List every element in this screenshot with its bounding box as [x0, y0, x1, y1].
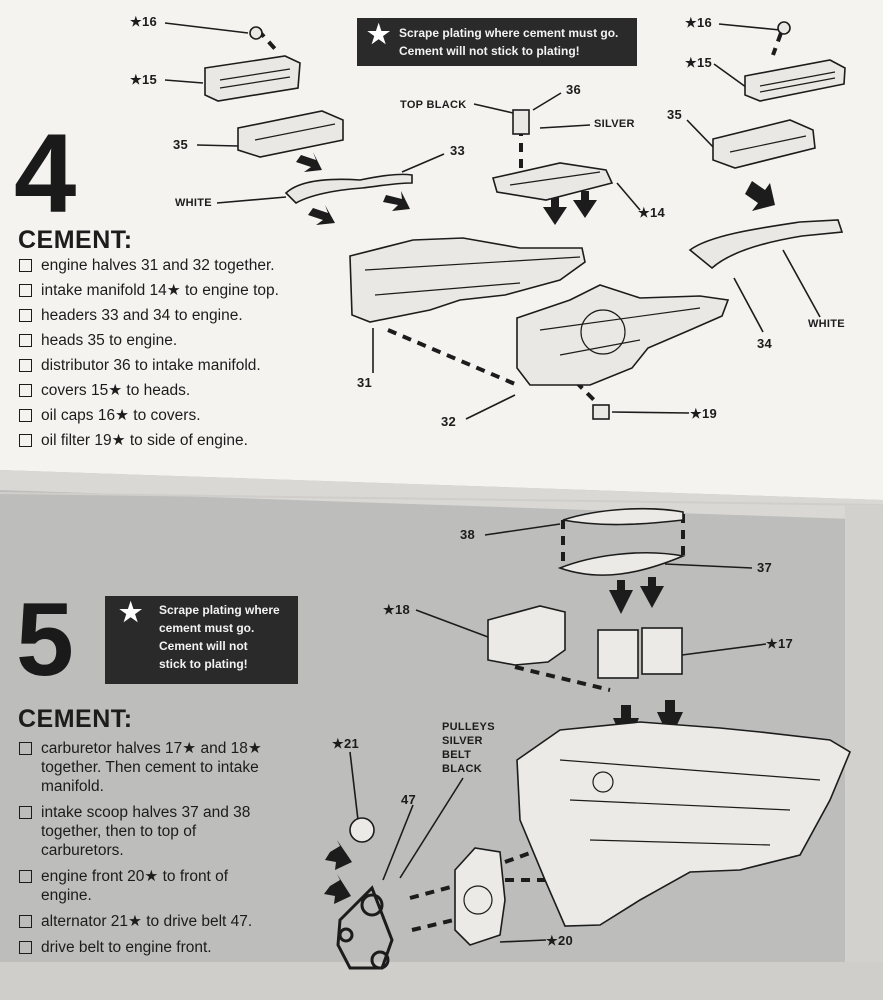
checklist-item: alternator 21★ to drive belt 47.	[19, 912, 319, 931]
label-silver: SILVER	[442, 735, 483, 747]
step-5-cement-title: CEMENT:	[18, 705, 133, 733]
label-part-47: 47	[401, 792, 417, 807]
step-4-number: 4	[14, 111, 76, 236]
label-part-38: 38	[460, 527, 476, 542]
checklist-item: drive belt to engine front.	[19, 938, 319, 957]
label-black: BLACK	[442, 763, 482, 775]
checkbox[interactable]	[19, 434, 32, 447]
label-part-18: ★18	[383, 602, 411, 617]
label-part-16: ★16	[130, 14, 158, 29]
step-4-notice: ★ Scrape plating where cement must go. C…	[357, 18, 637, 66]
label-part-37: 37	[757, 560, 773, 575]
checkbox[interactable]	[19, 941, 32, 954]
checklist-item: intake scoop halves 37 and 38 together, …	[19, 803, 319, 860]
checklist-item: engine halves 31 and 32 together.	[19, 253, 349, 278]
checklist-item: carburetor halves 17★ and 18★ together. …	[19, 739, 319, 796]
checkbox[interactable]	[19, 284, 32, 297]
label-part-31: 31	[357, 375, 373, 390]
label-white-2: WHITE	[808, 318, 845, 330]
checkbox[interactable]	[19, 334, 32, 347]
notice-line-4: stick to plating!	[159, 657, 248, 671]
label-part-16b: ★16	[685, 15, 713, 30]
checklist-item: oil caps 16★ to covers.	[19, 403, 349, 428]
label-part-35: 35	[173, 137, 189, 152]
step-5-checklist: carburetor halves 17★ and 18★ together. …	[19, 739, 319, 964]
checkbox[interactable]	[19, 742, 32, 755]
checkbox[interactable]	[19, 259, 32, 272]
checkbox[interactable]	[19, 806, 32, 819]
checklist-item: covers 15★ to heads.	[19, 378, 349, 403]
step-5-notice: ★ Scrape plating where cement must go. C…	[105, 596, 298, 684]
checkbox[interactable]	[19, 870, 32, 883]
notice-line-2: Cement will not stick to plating!	[399, 44, 580, 58]
checkbox[interactable]	[19, 309, 32, 322]
label-part-14: ★14	[638, 205, 666, 220]
notice-line-3: Cement will not	[159, 639, 248, 653]
checklist-item: heads 35 to engine.	[19, 328, 349, 353]
label-part-33: 33	[450, 143, 466, 158]
label-part-32: 32	[441, 414, 457, 429]
step-4-checklist: engine halves 31 and 32 together. intake…	[19, 253, 349, 453]
checklist-item: distributor 36 to intake manifold.	[19, 353, 349, 378]
label-part-21: ★21	[332, 736, 360, 751]
label-part-19: ★19	[690, 406, 718, 421]
checkbox[interactable]	[19, 359, 32, 372]
label-pulleys: PULLEYS	[442, 721, 495, 733]
notice-line-1: Scrape plating where cement must go.	[399, 26, 619, 40]
label-part-15b: ★15	[685, 55, 713, 70]
notice-line-2: cement must go.	[159, 621, 255, 635]
star-icon: ★	[119, 597, 143, 627]
label-part-15: ★15	[130, 72, 158, 87]
step-5-number: 5	[16, 582, 74, 698]
label-part-35b: 35	[667, 107, 683, 122]
label-part-34: 34	[757, 336, 773, 351]
label-belt: BELT	[442, 749, 472, 761]
checkbox[interactable]	[19, 915, 32, 928]
checklist-item: oil filter 19★ to side of engine.	[19, 428, 349, 453]
checklist-item: engine front 20★ to front of engine.	[19, 867, 319, 905]
label-part-20: ★20	[546, 933, 574, 948]
star-icon: ★	[367, 19, 391, 49]
checklist-item: intake manifold 14★ to engine top.	[19, 278, 349, 303]
label-silver: SILVER	[594, 118, 635, 130]
label-top-black: TOP BLACK	[400, 99, 467, 111]
notice-line-1: Scrape plating where	[159, 603, 280, 617]
step-4-diagram	[164, 21, 846, 420]
checkbox[interactable]	[19, 409, 32, 422]
label-part-36: 36	[566, 82, 582, 97]
label-white: WHITE	[175, 197, 212, 209]
step-4-cement-title: CEMENT:	[18, 226, 133, 254]
label-part-17: ★17	[766, 636, 794, 651]
checkbox[interactable]	[19, 384, 32, 397]
checklist-item: headers 33 and 34 to engine.	[19, 303, 349, 328]
